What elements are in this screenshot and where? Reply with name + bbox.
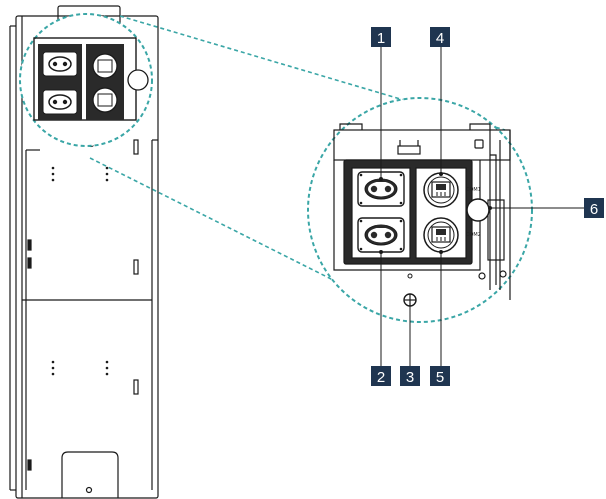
callout-1: 1 bbox=[371, 27, 391, 47]
dc-power-connector-icon bbox=[357, 171, 405, 207]
network-port-icon bbox=[423, 172, 459, 208]
callout-4: 4 bbox=[430, 27, 450, 47]
body-rivets bbox=[51, 166, 109, 376]
callout-5-label: 5 bbox=[436, 369, 444, 386]
small-zoom-circle bbox=[19, 13, 153, 147]
leader-lines bbox=[379, 46, 584, 366]
ground-screw-icon bbox=[403, 273, 417, 307]
callout-6-label: 6 bbox=[590, 201, 598, 218]
callout-5: 5 bbox=[430, 366, 450, 386]
zoom-connection-lines bbox=[89, 15, 506, 297]
callout-3: 3 bbox=[400, 366, 420, 386]
callout-2: 2 bbox=[371, 366, 391, 386]
com1-label: COM1 bbox=[466, 187, 481, 193]
callout-6: 6 bbox=[584, 198, 604, 218]
com2-label: COM2 bbox=[466, 232, 481, 238]
callout-3-label: 3 bbox=[406, 369, 414, 386]
callout-4-label: 4 bbox=[436, 30, 444, 47]
callout-2-label: 2 bbox=[377, 369, 385, 386]
network-port-icon bbox=[423, 217, 459, 253]
power-button-icon bbox=[466, 198, 490, 222]
callout-1-label: 1 bbox=[377, 30, 385, 47]
dc-power-connector-icon bbox=[357, 217, 405, 253]
large-zoom-circle: COM1 COM2 bbox=[307, 97, 533, 323]
device-body bbox=[9, 5, 159, 499]
